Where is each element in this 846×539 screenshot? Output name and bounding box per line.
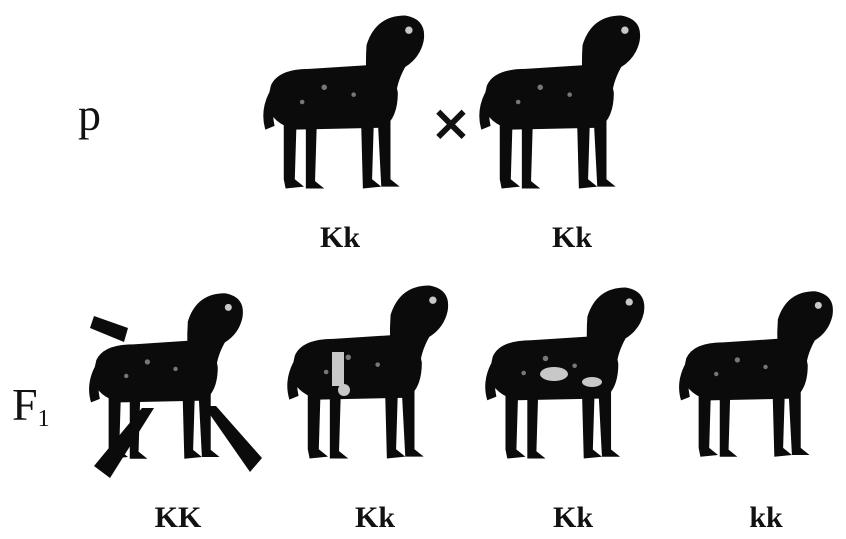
f1-generation-label: F1 xyxy=(12,382,50,431)
f1-sheep-1 xyxy=(84,288,260,464)
cross-symbol: × xyxy=(430,98,472,148)
f1-4-genotype: kk xyxy=(706,503,826,533)
sheep-icon xyxy=(258,10,442,194)
parent-2-genotype: Kk xyxy=(512,223,632,253)
f1-2-genotype: Kk xyxy=(315,503,435,533)
sheep-icon xyxy=(674,286,846,462)
f1-3-genotype: Kk xyxy=(513,503,633,533)
parent-sheep-2 xyxy=(474,10,658,194)
parental-generation-label: p xyxy=(78,92,101,138)
f1-sheep-2 xyxy=(282,280,466,464)
sheep-icon xyxy=(474,10,658,194)
sheep-icon xyxy=(84,288,260,464)
sheep-icon xyxy=(480,282,662,464)
parent-sheep-1 xyxy=(258,10,442,194)
f1-sheep-3 xyxy=(480,282,662,464)
f1-sheep-4 xyxy=(674,286,846,462)
sheep-icon xyxy=(282,280,466,464)
f1-1-genotype: KK xyxy=(118,503,238,533)
parent-1-genotype: Kk xyxy=(280,223,400,253)
